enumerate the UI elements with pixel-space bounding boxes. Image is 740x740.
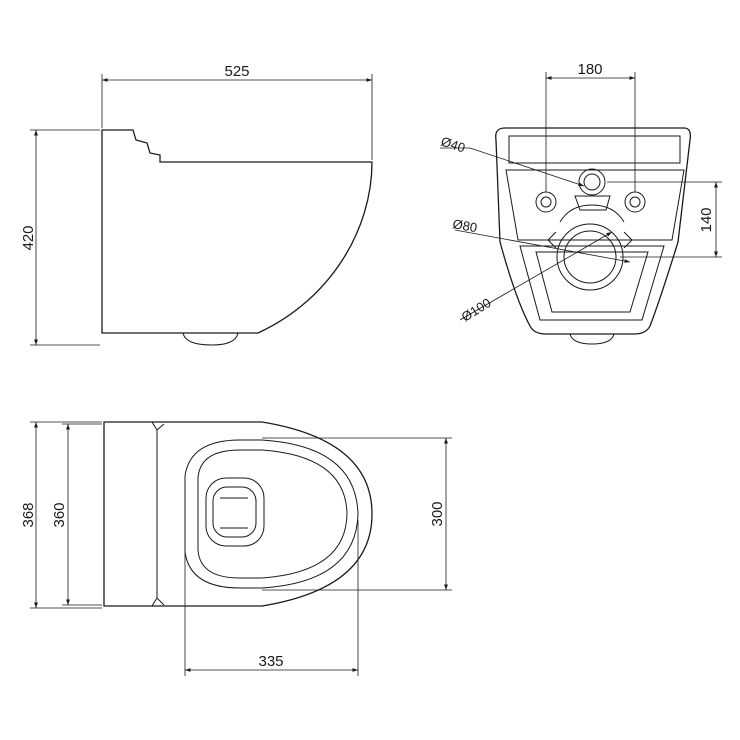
inlet-circle [578,168,606,196]
side-view: 525 420 [20,63,373,346]
side-height-label: 420 [20,225,37,250]
top-width-inner-label: 360 [51,502,68,527]
diameter-40-label: Ø40 [439,134,467,156]
side-view-body [101,129,373,334]
side-length-label: 525 [224,63,249,80]
top-bowl-length-label: 335 [258,653,283,670]
rear-spacing-label: 180 [577,61,602,78]
diameter-100-label: Ø100 [459,295,494,325]
drain-inner [212,486,257,538]
top-view: 368 360 300 335 [20,421,452,676]
rear-height-label: 140 [698,207,715,232]
top-width-outer-label: 368 [20,502,37,527]
top-view-outline [103,421,373,607]
diameter-80-label: Ø80 [451,216,478,235]
drain-outer [205,477,265,547]
bowl-rim [184,439,359,589]
rear-view: 180 140 Ø40 Ø80 Ø100 [439,61,722,345]
top-bowl-width-label: 300 [429,501,446,526]
outlet-inner-circle [563,230,617,284]
side-view-foot [182,332,239,346]
